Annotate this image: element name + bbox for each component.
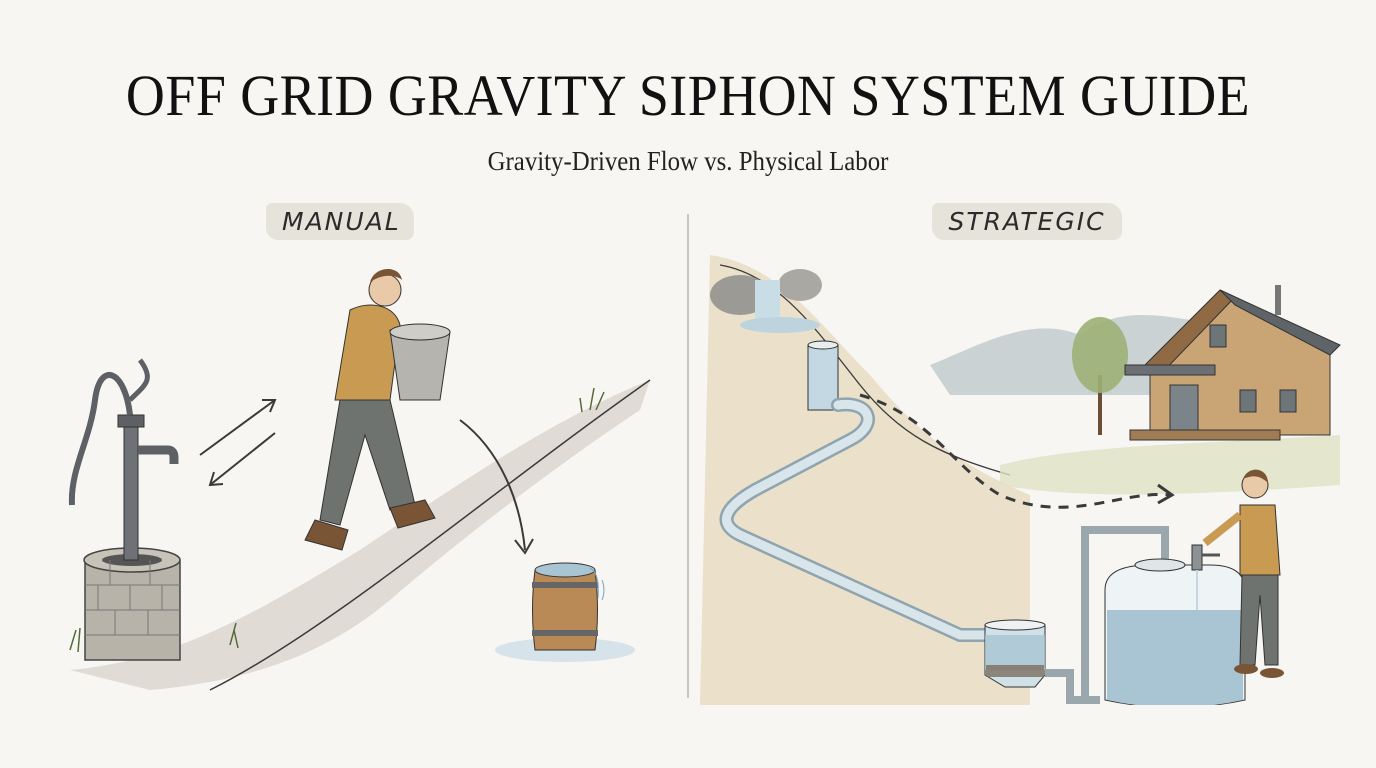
page-title: OFF GRID GRAVITY SIPHON SYSTEM GUIDE [125, 63, 1251, 128]
strategic-scene [700, 225, 1350, 705]
intake-tank [807, 340, 839, 411]
bidirectional-arrows [199, 399, 277, 487]
man-carrying-bucket [304, 268, 451, 551]
man-at-tap [1202, 469, 1284, 678]
tap-valve [1191, 544, 1220, 610]
dashed-arrow [859, 393, 1171, 509]
manual-scene [30, 250, 670, 700]
manual-label: MANUAL [266, 203, 414, 240]
strategic-label: STRATEGIC [932, 203, 1122, 240]
page-subtitle: Gravity-Driven Flow vs. Physical Labor [487, 146, 889, 176]
storage-tank [1104, 558, 1246, 705]
tree [1072, 317, 1128, 435]
hill-slope [70, 380, 650, 690]
settling-tank [984, 619, 1046, 688]
panel-divider [687, 214, 689, 698]
cabin [1124, 285, 1341, 441]
wooden-barrel [495, 562, 635, 662]
hand-pump-well [68, 358, 181, 661]
spring-waterfall [710, 269, 822, 333]
